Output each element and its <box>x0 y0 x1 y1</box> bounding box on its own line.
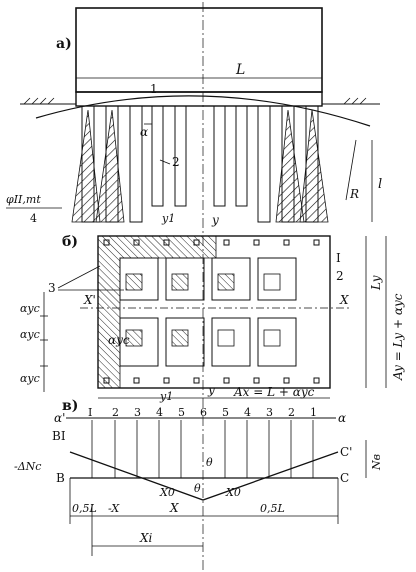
label-I: I <box>336 251 341 265</box>
xi-label: Xi <box>139 531 153 545</box>
minus-x-label: -X <box>108 502 120 515</box>
panel-c-tag: в) <box>62 398 78 414</box>
panel-b-tag: б) <box>62 234 78 250</box>
label-3: 3 <box>48 281 56 295</box>
alpha-right-label: α <box>338 411 346 425</box>
half-l-right-label: 0,5L <box>260 502 285 515</box>
theta-2-label: θ <box>194 482 201 495</box>
foundation-slab <box>75 91 323 107</box>
theta-1-label: θ <box>206 456 213 469</box>
column-numbers: I 2 3 4 5 6 5 4 3 2 1 <box>88 406 317 419</box>
panel-b: б) <box>20 234 405 403</box>
column-number: 5 <box>178 406 185 419</box>
r-label: R <box>349 187 359 201</box>
ax-equation: Ax = L + αyc <box>233 385 315 399</box>
x0b-label: X0 <box>225 486 241 499</box>
v-diagram <box>69 451 339 501</box>
column-lines <box>91 420 314 478</box>
half-l-label: 0,5L <box>72 502 97 515</box>
ly-label: Ly <box>369 275 383 291</box>
column-number: I <box>88 406 92 419</box>
panel-c: в) α' α I 2 3 4 5 6 5 4 3 2 1 <box>14 398 383 556</box>
stress-cone-left-1 <box>71 109 101 223</box>
ground-hatch-left <box>23 97 55 105</box>
stress-cone-right-2 <box>299 109 329 223</box>
hatched-band <box>97 235 217 389</box>
column-number: 3 <box>266 406 273 419</box>
alpha-label: α <box>140 125 148 139</box>
ay-equation: Ay = Ly + αyc <box>391 293 405 381</box>
ground-hatch-right <box>343 97 367 105</box>
column-number: 3 <box>134 406 141 419</box>
c-label: C <box>340 471 349 485</box>
stress-cone-right-1 <box>275 109 305 223</box>
alpha-left-label: α' <box>54 411 65 425</box>
panel-a-tag: а) <box>56 36 72 52</box>
column-number: 4 <box>244 406 251 419</box>
stress-cone-left-2 <box>95 109 125 223</box>
c1-label: C' <box>340 445 352 459</box>
a-yc-center: αyc <box>108 333 130 347</box>
plan-cells <box>119 257 297 367</box>
building-outline <box>75 7 323 93</box>
a-yc-dim-3: αyc <box>20 372 40 385</box>
label-2: 2 <box>336 269 344 283</box>
column-number: 5 <box>222 406 229 419</box>
b1-label: BI <box>52 429 66 443</box>
panel-a: а) L 1 <box>6 7 382 227</box>
column-number: 6 <box>200 406 207 419</box>
b-label: B <box>56 471 65 485</box>
pile-tag-2: 2 <box>172 155 180 169</box>
perimeter-piles <box>103 239 320 384</box>
a-yc-dim-1: αyc <box>20 302 40 315</box>
span-label: L <box>235 62 245 78</box>
column-number: 2 <box>112 406 119 419</box>
column-number: 2 <box>288 406 295 419</box>
y-plan-label: y <box>207 383 215 397</box>
phi-label: φII,mt <box>6 193 41 206</box>
phi-denominator: 4 <box>30 212 37 225</box>
plan-outline <box>97 235 331 389</box>
l-label: l <box>378 177 382 192</box>
x-right-label: X <box>339 293 349 307</box>
column-number: 1 <box>310 406 317 419</box>
nb-label: Nв <box>370 454 383 471</box>
a-yc-dim-2: αyc <box>20 328 40 341</box>
y1-label: y1 <box>161 212 175 225</box>
pile-caps <box>125 273 281 347</box>
settlement-curve <box>35 95 371 127</box>
column-number: 4 <box>156 406 163 419</box>
delta-label: -ΔNc <box>14 460 41 473</box>
x-left-label: X' <box>83 293 96 307</box>
pile-tag-1: 1 <box>150 82 158 96</box>
y1-plan-label: y1 <box>159 390 173 403</box>
x0a-label: X0 <box>159 486 175 499</box>
y-axis-label: y <box>211 213 219 227</box>
x-label: X <box>169 501 179 515</box>
